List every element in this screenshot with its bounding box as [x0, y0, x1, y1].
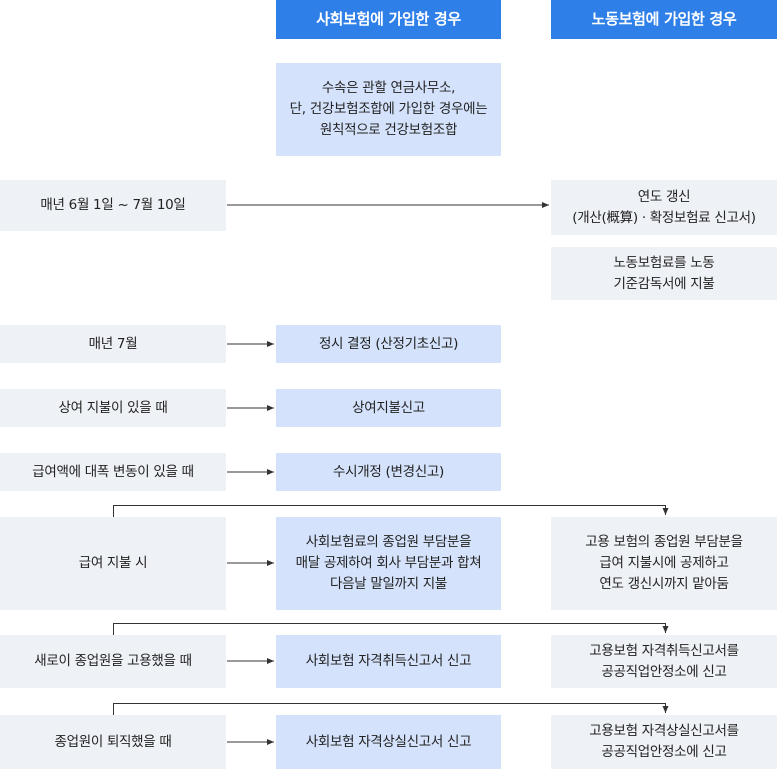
social-loss-report: 사회보험 자격상실신고서 신고	[276, 715, 501, 769]
arrow-resign-to-labor	[113, 703, 669, 715]
trigger-annual-renewal: 매년 6월 1일 ~ 7월 10일	[0, 180, 226, 231]
labor-premium-payment: 노동보험료를 노동 기준감독서에 지불	[551, 247, 777, 300]
labor-loss-report: 고용보험 자격상실신고서를 공공직업안정소에 신고	[551, 715, 777, 769]
labor-premium-deduction: 고용 보험의 종업원 부담분을 급여 지불시에 공제하고 연도 갱신시까지 맡아…	[551, 517, 777, 610]
header-labor-insurance: 노동보험에 가입한 경우	[551, 0, 777, 39]
trigger-salary-payment: 급여 지불 시	[0, 517, 226, 610]
arrow-hire-to-labor	[113, 623, 669, 635]
trigger-every-july: 매년 7월	[0, 325, 226, 363]
social-premium-deduction: 사회보험료의 종업원 부담분을 매달 공제하여 회사 부담분과 합쳐 다음날 말…	[276, 517, 501, 610]
labor-annual-renewal: 연도 갱신 (개산(概算) · 확정보험료 신고서)	[551, 180, 777, 235]
social-bonus-report: 상여지불신고	[276, 389, 501, 427]
trigger-bonus-payment: 상여 지불이 있을 때	[0, 389, 226, 427]
labor-acquisition-report: 고용보험 자격취득신고서를 공공직업안정소에 신고	[551, 635, 777, 688]
arrow-salary-to-labor	[113, 505, 669, 517]
social-regular-determination: 정시 결정 (산정기초신고)	[276, 325, 501, 363]
trigger-new-hire: 새로이 종업원을 고용했을 때	[0, 635, 226, 688]
header-social-insurance: 사회보험에 가입한 경우	[276, 0, 501, 39]
trigger-salary-change: 급여액에 대폭 변동이 있을 때	[0, 453, 226, 491]
social-acquisition-report: 사회보험 자격취득신고서 신고	[276, 635, 501, 688]
trigger-resignation: 종업원이 퇴직했을 때	[0, 715, 226, 769]
social-revision-report: 수시개정 (변경신고)	[276, 453, 501, 491]
jurisdiction-note: 수속은 관할 연금사무소, 단, 건강보험조합에 가입한 경우에는 원칙적으로 …	[276, 63, 501, 156]
